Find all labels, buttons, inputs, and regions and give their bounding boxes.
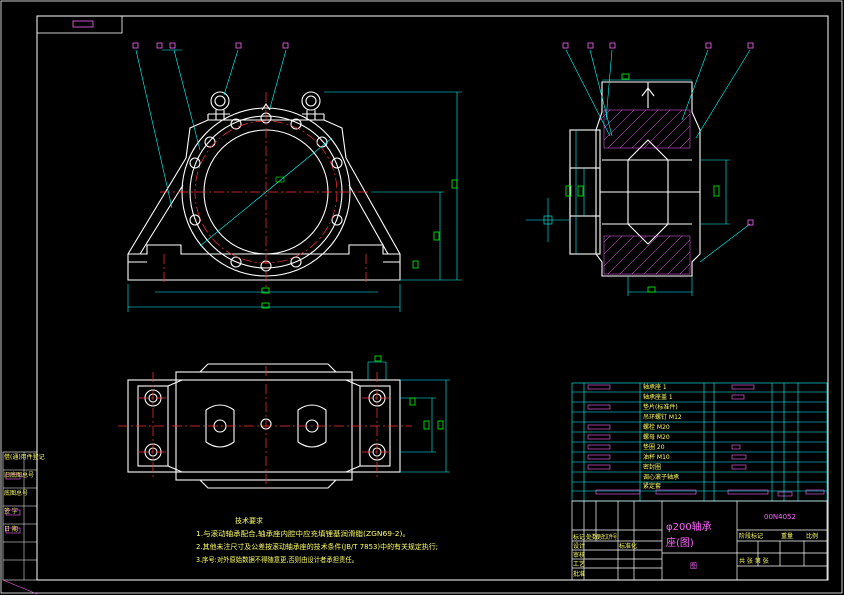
left-strip-label-0: 借(通)用件登记 — [4, 453, 45, 461]
parts-row-7: 油杯 M10 — [643, 453, 670, 461]
left-strip-label-4: 日 期 — [4, 525, 18, 533]
parts-row-2: 垫片(标准件) — [643, 403, 678, 411]
approve-label: 批准 — [573, 570, 585, 578]
doc-label: 更改文件号 — [597, 533, 617, 541]
tech-req-item-3: 3.序号:对外原始数据不得随意更,否则由设计者承担责任。 — [196, 555, 358, 564]
tech-req-item-2: 2.其他未注尺寸及公差按滚动轴承座的技术条件(JB/T 7853)中的有关规定执… — [196, 542, 438, 551]
parts-row-1: 轴承座盖 1 — [643, 393, 673, 401]
parts-list-marks — [587, 384, 825, 497]
drawing-code: 00N4052 — [764, 513, 796, 521]
top-view-centerlines — [118, 366, 412, 490]
left-strip-label-1: 旧底图总号 — [4, 471, 34, 479]
tech-req-item-1: 1.与滚动轴承配合,轴承座内腔中应充填锂基润滑脂(ZGN69-2)。 — [196, 529, 410, 538]
code-box-mark — [72, 20, 94, 28]
parts-row-3: 吊环螺钉 M12 — [643, 413, 682, 421]
standard-label: 标准化 — [619, 542, 637, 550]
company-mark: 图 — [690, 562, 697, 570]
count-label: 处数 — [586, 533, 598, 541]
parts-row-10: 紧定套 — [643, 482, 661, 490]
tech-req-heading: 技术要求 — [235, 516, 263, 525]
parts-row-4: 螺栓 M20 — [643, 423, 670, 431]
inner-frame — [36, 15, 829, 581]
drawing-title-line1: φ200轴承 — [666, 520, 712, 533]
title-block — [571, 500, 828, 581]
front-view-dim-labels — [261, 179, 458, 309]
left-strip-label-3: 签 字 — [4, 507, 18, 515]
leader-bottom-left — [2, 579, 38, 595]
mark-label: 标记 — [573, 533, 585, 541]
parts-row-8: 密封圈 — [643, 463, 661, 471]
top-view-dim-labels — [374, 355, 444, 430]
code-box-top-left — [36, 15, 123, 34]
top-view-dims — [367, 361, 450, 473]
process-label: 工艺 — [573, 560, 585, 568]
scale-label: 比例 — [806, 532, 818, 540]
side-view-balloons — [562, 42, 754, 226]
title-block-text: φ200轴承 座(图) 00N4052 标记 处数 更改文件号 设计 审核 工艺… — [573, 513, 818, 578]
stage-label: 阶段标记 — [739, 532, 763, 540]
side-view-hatch — [599, 109, 691, 275]
checker-label: 审核 — [573, 551, 585, 559]
weight-label: 重量 — [781, 532, 793, 540]
parts-list-text: 轴承座 1 轴承座盖 1 垫片(标准件) 吊环螺钉 M12 螺栓 M20 螺母 … — [643, 383, 682, 490]
front-view-dims — [127, 91, 462, 312]
designer-label: 设计 — [573, 542, 585, 550]
parts-row-0: 轴承座 1 — [643, 383, 667, 391]
front-view-centerlines — [160, 92, 372, 290]
side-view-dims — [526, 49, 751, 296]
left-strip-label-2: 底图总号 — [4, 489, 28, 497]
front-view-balloons — [132, 42, 289, 49]
tech-requirements: 技术要求 1.与滚动轴承配合,轴承座内腔中应充填锂基润滑脂(ZGN69-2)。 … — [196, 516, 438, 564]
front-view — [127, 91, 401, 281]
drawing-title-line2: 座(图) — [666, 536, 694, 549]
side-view-dim-labels — [565, 73, 720, 293]
front-view-leaders — [135, 49, 287, 209]
parts-list-table — [571, 382, 828, 502]
parts-row-6: 垫圈 20 — [643, 443, 665, 451]
parts-row-5: 螺母 M20 — [643, 433, 670, 441]
left-strip: 借(通)用件登记 旧底图总号 底图总号 签 字 日 期 — [2, 451, 45, 581]
parts-row-9: 调心滚子轴承 — [643, 473, 679, 481]
sheet-label: 共 张 第 张 — [739, 557, 769, 565]
